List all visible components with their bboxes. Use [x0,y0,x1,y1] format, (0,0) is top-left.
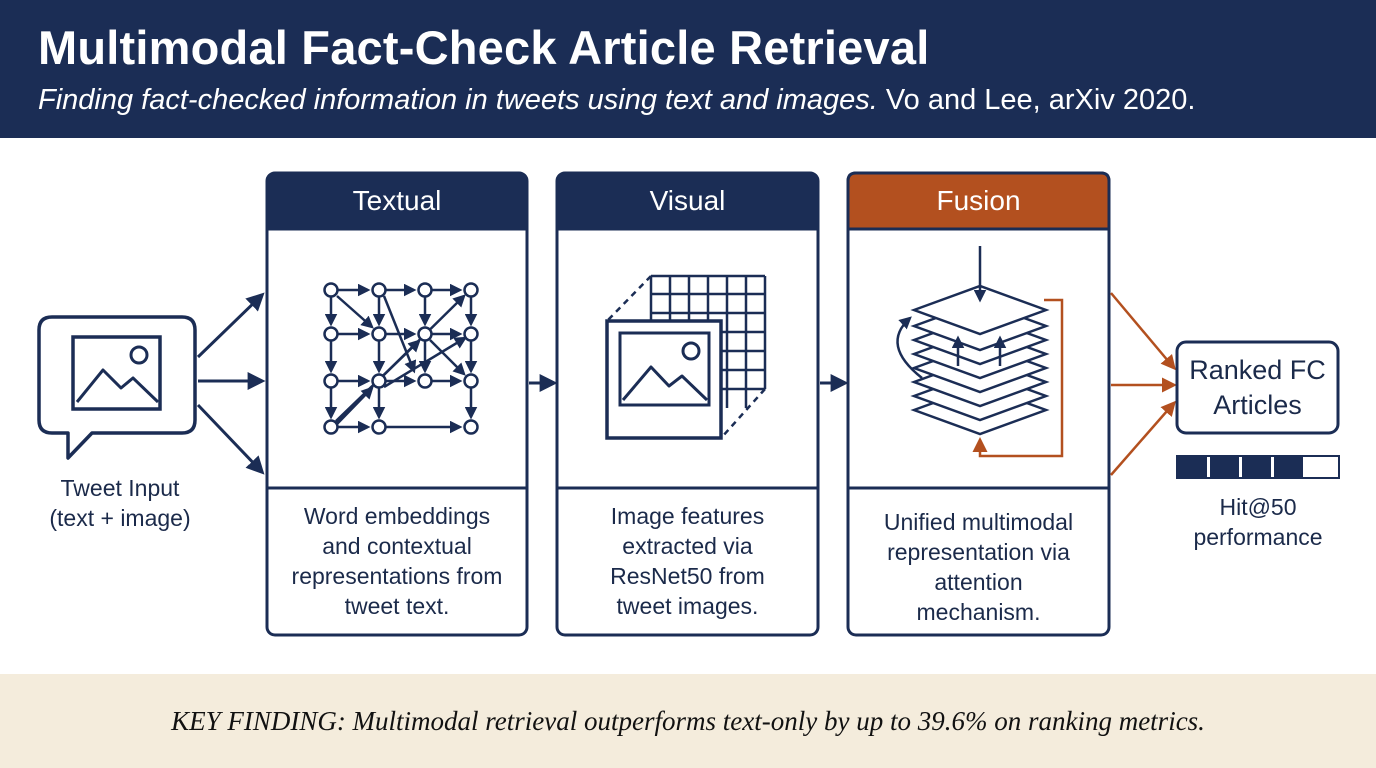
hit50-bar-segment [1210,457,1239,477]
metric-label-line: Hit@50 [1219,494,1297,520]
input-label-line: (text + image) [49,505,191,531]
output-label-line: Ranked FC [1189,355,1326,385]
panel-title-visual: Visual [649,185,726,216]
hit50-bar-segment [1178,457,1207,477]
desc-line: extracted via [622,533,753,559]
panel-title-textual: Textual [352,185,442,216]
desc-line: tweet images. [616,593,759,619]
metric-label-line: performance [1193,524,1323,550]
output-arrows [1110,292,1177,476]
page-subtitle: Finding fact-checked information in twee… [38,84,1195,117]
desc-line: attention [934,569,1023,595]
feature-map-icon [605,274,767,440]
subtitle-citation: Vo and Lee, arXiv 2020. [877,84,1196,116]
hit50-progress-bar [1176,455,1340,479]
tweet-input-label: Tweet Input (text + image) [20,473,220,533]
key-finding-banner: KEY FINDING: Multimodal retrieval outper… [0,674,1376,768]
attention-layers-icon [896,246,1064,458]
key-finding-text: KEY FINDING: Multimodal retrieval outper… [171,706,1205,736]
desc-line: tweet text. [344,593,450,619]
desc-line: Unified multimodal [883,509,1074,535]
hit50-bar-segment [1242,457,1271,477]
subtitle-description: Finding fact-checked information in twee… [38,84,878,116]
desc-line: mechanism. [916,599,1041,625]
ranked-articles-box [1175,340,1340,435]
desc-line: representation via [887,539,1070,565]
panel-desc-textual: Word embeddings and contextual represent… [267,501,527,621]
panel-desc-visual: Image features extracted via ResNet50 fr… [557,501,818,621]
desc-line: ResNet50 from [610,563,765,589]
page-title: Multimodal Fact-Check Article Retrieval [38,21,930,74]
panel-desc-fusion: Unified multimodal representation via at… [848,507,1109,627]
ranked-articles-label: Ranked FC Articles [1177,353,1338,423]
output-label-line: Articles [1213,390,1302,420]
desc-line: and contextual [322,533,472,559]
panel-title-fusion: Fusion [936,185,1021,216]
hit50-label: Hit@50 performance [1167,492,1349,552]
tweet-image-icon [37,315,197,460]
desc-line: representations from [291,563,503,589]
header-banner: Multimodal Fact-Check Article Retrieval … [0,0,1376,138]
input-arrows [196,292,266,475]
hit50-bar-segment [1274,457,1303,477]
input-label-line: Tweet Input [60,475,180,501]
desc-line: Word embeddings [303,503,491,529]
word-graph-icon [323,282,479,435]
desc-line: Image features [610,503,765,529]
